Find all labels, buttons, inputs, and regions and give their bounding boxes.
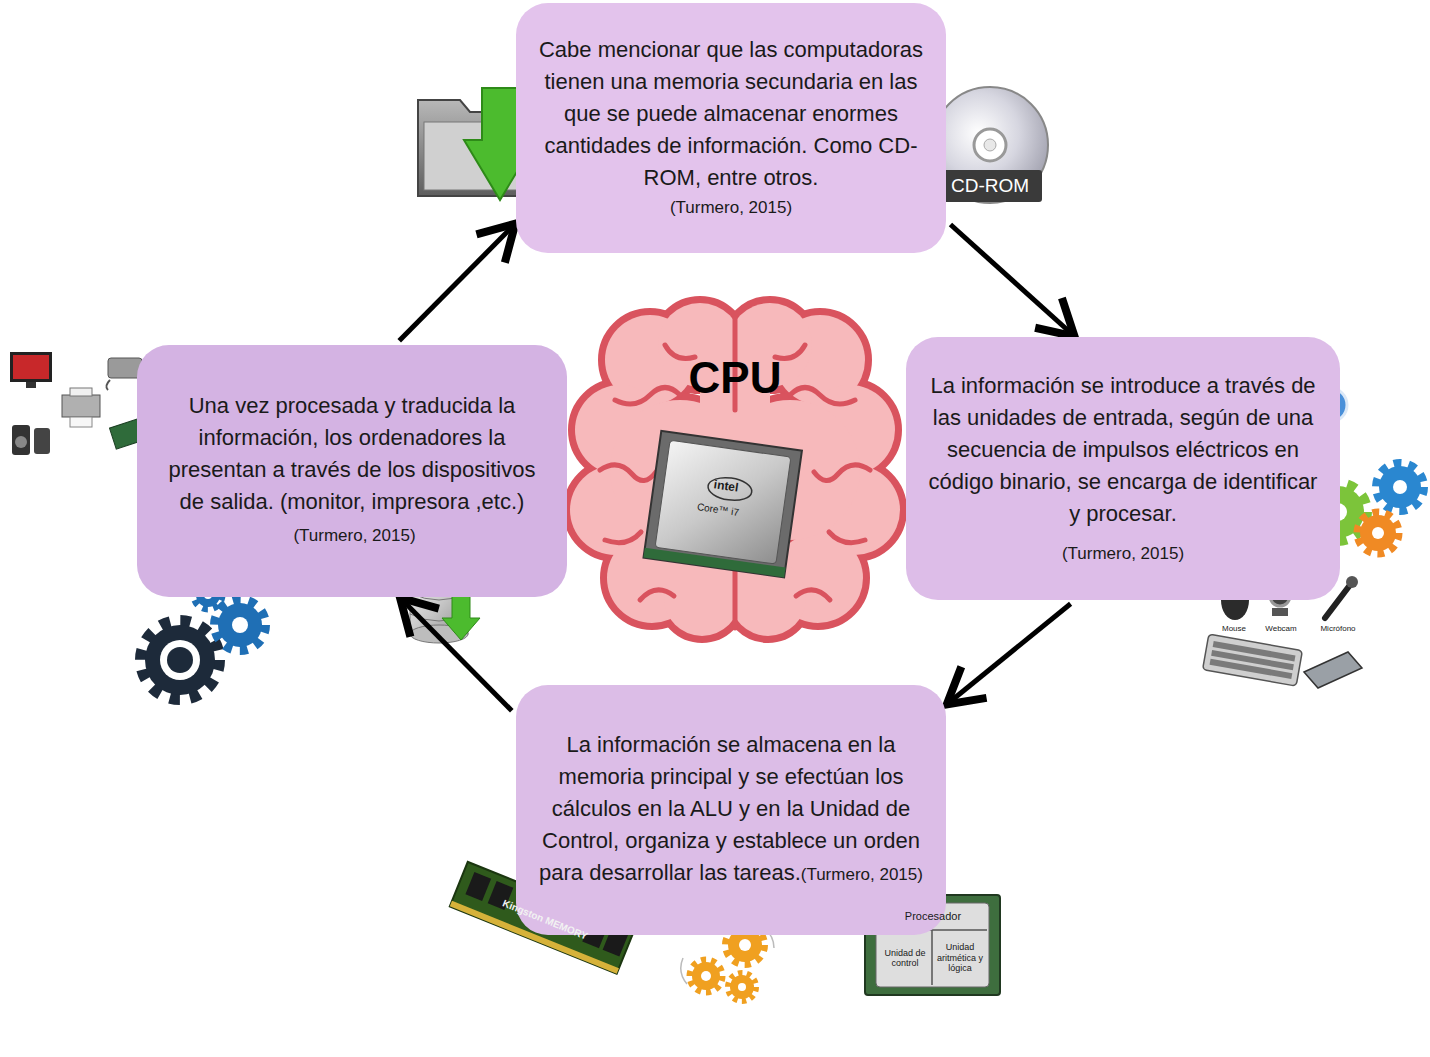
citation-text: (Turmero, 2015): [1062, 540, 1184, 568]
database-icon-part: [442, 595, 480, 640]
orange-gears-part: [681, 928, 774, 984]
brain-outline-part-part: [615, 388, 680, 405]
output-devices-part: [106, 380, 110, 390]
output-devices-part: [70, 388, 92, 396]
output-devices-part: [13, 355, 49, 379]
device-name: Mouse: [1214, 624, 1254, 633]
colored-gears-part: [1360, 515, 1396, 551]
flow-arrow: [950, 225, 1070, 333]
cpu-chip-part: [643, 548, 785, 578]
brain-outline: [570, 303, 900, 636]
cd-label: CD-ROM: [940, 175, 1040, 197]
process-box: La información se introduce a través de …: [906, 337, 1340, 600]
dark-gears-part: [218, 603, 262, 647]
orange-gears-part: [739, 939, 751, 951]
colored-gears-part: [1358, 513, 1398, 553]
dark-gears-part: [142, 622, 218, 698]
cd-icon: [932, 87, 1048, 203]
brain-outline-part-part: [600, 465, 656, 481]
citation-text: (Turmero, 2015): [801, 865, 923, 884]
input-devices-part: [1272, 608, 1288, 616]
text-wrap: La información se almacena en la memoria…: [534, 729, 928, 891]
dark-gears-part: [167, 647, 193, 673]
brain-outline-part-part: [796, 590, 830, 600]
flow-arrow: [951, 604, 1071, 701]
unit-name: Unidad de control: [883, 948, 927, 969]
orange-gears-part: [690, 960, 722, 992]
process-box: La información se almacena en la memoria…: [516, 685, 946, 935]
brain-outline-part-part: [790, 388, 855, 405]
cd-icon-part: [974, 129, 1006, 161]
output-devices-part: [62, 395, 100, 417]
chip-model: Core™ i7: [687, 500, 748, 520]
device-name: Webcam: [1259, 624, 1303, 633]
cd-icon-part: [938, 170, 1042, 202]
process-box: Cabe mencionar que las computadoras tien…: [516, 3, 946, 253]
brain-outline-part-part: [605, 532, 641, 543]
orange-gears-part: [730, 975, 754, 999]
orange-gears-part: [692, 962, 720, 990]
brand-mark: intel: [705, 477, 747, 496]
brain-outline-part: [570, 303, 900, 636]
orange-gears: [681, 926, 774, 1001]
brain-outline-part: [570, 303, 900, 636]
cd-icon-part: [984, 139, 996, 151]
output-devices-part: [10, 352, 52, 382]
input-devices-part-part: [1210, 641, 1296, 679]
dark-gears-part: [145, 625, 215, 695]
cd-icon-part: [932, 87, 1048, 203]
dark-gears-part: [160, 640, 200, 680]
output-devices-part: [70, 417, 92, 427]
orange-gears-part: [701, 971, 711, 981]
orange-gears-part: [738, 983, 746, 991]
colored-gears-part: [1393, 480, 1407, 494]
output-devices: [10, 352, 151, 455]
dark-gears-part: [232, 617, 248, 633]
output-devices-part: [26, 382, 36, 388]
flow-arrow: [404, 601, 512, 710]
citation-text: (Turmero, 2015): [670, 194, 792, 222]
input-devices-part: [1203, 634, 1303, 686]
box-text: Una vez procesada y traducida la informa…: [169, 393, 536, 514]
citation-text: (Turmero, 2015): [293, 526, 415, 545]
output-devices-part: [15, 436, 27, 448]
brain-outline-part: [600, 318, 870, 628]
input-devices-part: [1346, 576, 1358, 588]
brain-outline-part-part: [814, 465, 870, 481]
cpu-chip-part: [655, 440, 791, 564]
output-devices-part: [12, 425, 30, 455]
box-text: Cabe mencionar que las computadoras tien…: [534, 34, 928, 194]
dark-gears-part: [215, 600, 265, 650]
input-devices-part-part-part: [1210, 659, 1293, 679]
orange-gears-part: [728, 973, 756, 1001]
chip-title: Procesador: [888, 910, 978, 923]
input-devices-part-part: [1203, 634, 1303, 686]
brain-outline-part-part: [829, 532, 865, 543]
cpu-chip: [643, 431, 801, 578]
colored-gears-part: [1377, 464, 1423, 510]
box-text: La información se almacena en la memoria…: [539, 732, 920, 885]
cpu-chip-part: [643, 431, 801, 578]
ram-module-part-part: [465, 872, 491, 901]
unit-name: Unidad aritmética y lógica: [933, 942, 987, 973]
input-devices-part: [1304, 652, 1362, 688]
processor-chip-part: [931, 930, 933, 985]
box-text: La información se introduce a través de …: [924, 370, 1322, 530]
flow-arrow: [399, 227, 512, 340]
brain-outline-part-part: [640, 590, 674, 600]
output-devices-part: [34, 428, 50, 454]
process-box: Una vez procesada y traducida la informa…: [137, 345, 567, 597]
colored-gears-part: [1379, 466, 1421, 508]
colored-gears-part: [1372, 527, 1384, 539]
text-wrap: Una vez procesada y traducida la informa…: [155, 390, 549, 552]
cpu-title: CPU: [655, 353, 815, 404]
device-name: Micrófono: [1313, 624, 1363, 633]
